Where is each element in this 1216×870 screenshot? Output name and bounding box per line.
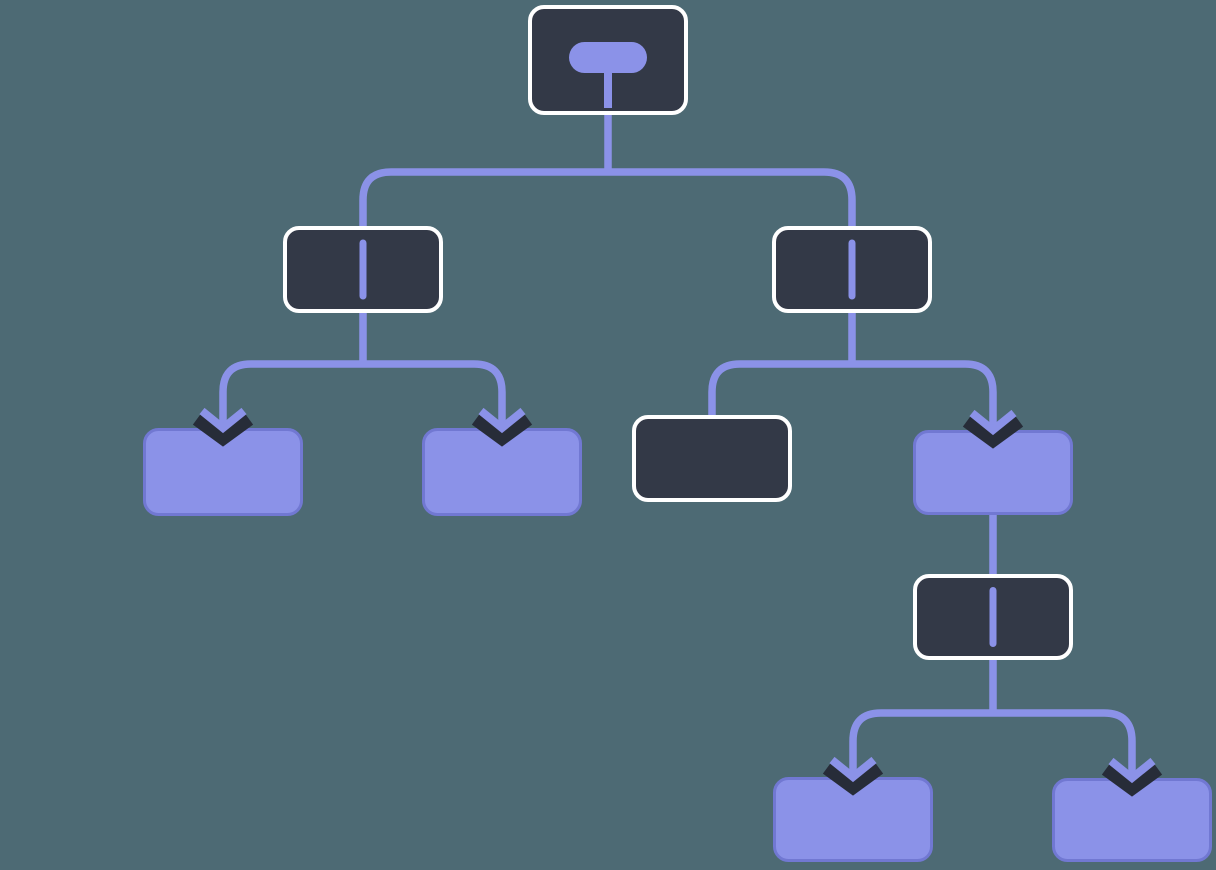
- arrow-down-marker: [471, 407, 533, 447]
- connector-edge-fork-root-0: [359, 168, 608, 228]
- vertical-bar-icon: [989, 587, 997, 647]
- arrow-dark-chevron-icon: [471, 413, 533, 447]
- arrow-down-marker: [192, 407, 254, 447]
- arrow-purple-chevron-icon: [1108, 757, 1156, 784]
- arrow-dark-chevron-icon: [1101, 763, 1163, 797]
- arrow-down-marker: [962, 409, 1024, 449]
- arrow-dark-chevron-icon: [822, 762, 884, 796]
- arrow-dark-chevron-icon: [962, 415, 1024, 449]
- vertical-bar-icon: [359, 239, 367, 300]
- root-pill-stem-icon: [604, 71, 612, 108]
- connector-edge-fork-lower-0: [849, 709, 993, 777]
- connector-edge-fork-lower-1: [993, 709, 1136, 778]
- root-pill-icon: [569, 42, 647, 73]
- connector-edge-fork-right-0: [708, 360, 852, 417]
- arrows-layer: [192, 407, 1163, 797]
- arrow-purple-chevron-icon: [829, 756, 877, 783]
- arrow-dark-chevron-icon: [192, 413, 254, 447]
- arrow-down-marker: [1101, 757, 1163, 797]
- connector-edge-fork-root-1: [608, 168, 856, 228]
- arrow-purple-chevron-icon: [969, 409, 1017, 436]
- arrow-down-marker: [822, 756, 884, 796]
- flow-node-leaf-dark[interactable]: [632, 415, 792, 502]
- arrow-purple-chevron-icon: [199, 407, 247, 434]
- arrow-purple-chevron-icon: [478, 407, 526, 434]
- connector-edge-fork-left-1: [363, 360, 506, 428]
- connector-edge-fork-right-1: [852, 360, 997, 430]
- nodes-layer: [143, 5, 1212, 862]
- edges-layer: [219, 70, 1136, 778]
- connector-edge-fork-left-0: [219, 360, 363, 428]
- vertical-bar-icon: [848, 239, 856, 300]
